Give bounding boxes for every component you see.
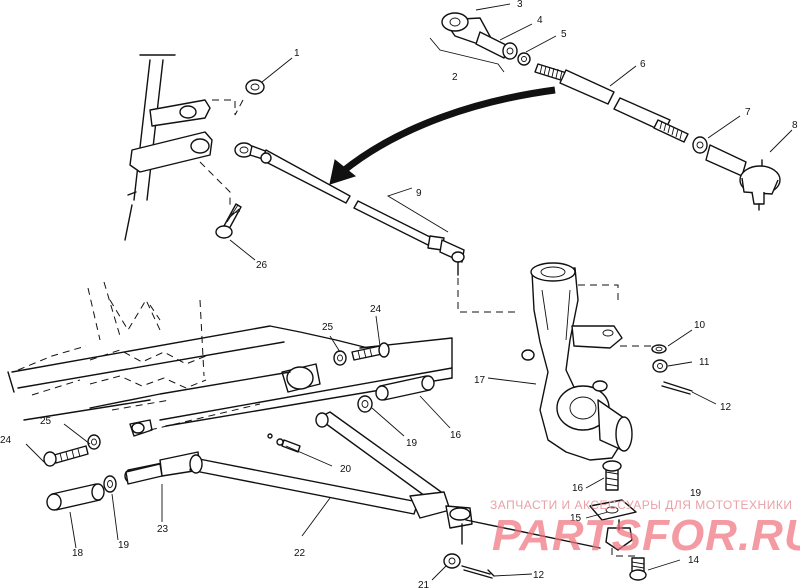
washer-10 [651,344,667,354]
leader-dash-14 [611,548,636,557]
callout-11: 11 [699,357,710,368]
callout-12-a: 12 [720,402,732,413]
leader-dash-1 [212,99,244,116]
callout-17: 17 [474,375,486,386]
tie-rod-9 [234,142,465,276]
bracket-2 [429,37,505,73]
direction-arrow [329,86,556,185]
callout-16-a: 16 [572,483,584,494]
bolt-24b [43,445,89,467]
leader-dash-8 [578,284,619,300]
bushing-18b [46,483,105,511]
cotter-pin-12b [461,565,495,579]
callout-26: 26 [256,260,268,271]
callout-22: 22 [294,548,306,559]
callout-19-c: 19 [690,488,702,499]
washer-19b [103,475,117,493]
ball-joint-15 [589,499,637,551]
callout-8: 8 [792,120,798,131]
callout-15: 15 [570,513,582,524]
callout-25-a: 25 [40,416,52,427]
callout-4: 4 [537,15,543,26]
callout-23: 23 [157,524,169,535]
callout-2: 2 [452,72,458,83]
callout-6: 6 [640,59,646,70]
callout-19-a: 19 [118,540,130,551]
watermark-logo: PARTSFOR.RU [492,511,800,560]
bushing-18a [375,375,435,401]
jam-nut-7 [692,136,708,154]
grease-fitting-20 [267,433,301,453]
callout-9: 9 [416,188,422,199]
callout-25-b: 25 [322,322,334,333]
nut-11 [652,359,668,373]
leader-lines [25,3,793,581]
leader-dash-26 [199,161,231,205]
bolt-24a [351,342,390,361]
callout-5: 5 [561,29,567,40]
steering-post [124,54,213,241]
washer-19a [357,395,373,413]
callout-21: 21 [418,580,430,588]
adjuster-6 [534,63,689,143]
washer-25b [87,434,101,450]
callout-10: 10 [694,320,706,331]
frame-section [7,281,453,437]
callout-14: 14 [688,555,700,566]
callout-3: 3 [517,0,523,10]
washer-25a [333,350,347,366]
callout-20: 20 [340,464,352,475]
bolt-26 [215,203,242,239]
spindle-17 [521,262,633,461]
callout-1: 1 [294,48,300,59]
callout-24-a: 24 [0,435,12,446]
nut-1 [245,79,265,95]
callout-7: 7 [745,107,751,118]
a-arm-22 [124,411,473,545]
callout-16-b: 16 [450,430,462,441]
bolt-16 [602,460,622,491]
watermark-caption: ЗАПЧАСТИ И АКСЕССУАРЫ ДЛЯ МОТОТЕХНИКИ [490,498,792,512]
leader-dash-9 [457,278,520,313]
tie-rod-end-8 [705,144,781,211]
nut-5 [517,52,531,66]
watermark: ЗАПЧАСТИ И АКСЕССУАРЫ ДЛЯ МОТОТЕХНИКИ PA… [490,498,800,560]
callout-19-b: 19 [406,438,418,449]
bolt-14 [629,557,647,581]
jam-nut-4 [475,31,518,60]
cotter-pin-12a [661,381,693,395]
bushing-23 [125,463,163,485]
cotter-line-a-arm [465,519,601,549]
nut-21 [443,553,461,569]
callout-12-b: 12 [533,570,545,581]
callout-24-b: 24 [370,304,382,315]
callout-18-a: 18 [72,548,84,559]
